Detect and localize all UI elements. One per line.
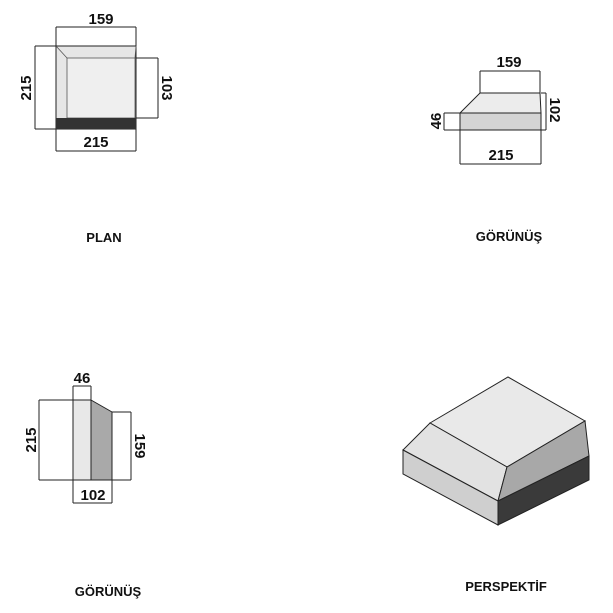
side-dark-face <box>90 399 113 481</box>
side-view: 46 215 159 102 <box>23 370 148 504</box>
front-dim-top: 159 <box>496 54 521 71</box>
perspective-title: PERSPEKTİF <box>465 579 547 594</box>
plan-dim-top: 159 <box>88 11 113 28</box>
front-dim-left: 46 <box>428 113 445 130</box>
plan-dark-band <box>56 118 136 129</box>
front-view: 159 46 102 215 <box>428 54 563 165</box>
side-dim-top: 46 <box>74 370 91 387</box>
perspective-view <box>402 376 590 526</box>
plan-dim-left: 215 <box>18 75 35 100</box>
plan-dim-right: 103 <box>158 75 175 100</box>
side-dim-left: 215 <box>23 427 40 452</box>
plan-title: PLAN <box>86 230 121 245</box>
front-base <box>459 112 542 131</box>
side-dim-right: 159 <box>131 433 148 458</box>
front-dim-bottom: 215 <box>488 147 513 164</box>
front-title: GÖRÜNÜŞ <box>476 229 543 244</box>
side-dim-bottom: 102 <box>80 487 105 504</box>
front-dim-right: 102 <box>546 97 563 122</box>
side-light-strip <box>72 399 92 481</box>
front-top-face <box>458 92 542 114</box>
side-title: GÖRÜNÜŞ <box>75 584 142 599</box>
plan-view: 159 215 103 215 <box>18 11 175 152</box>
perspective-right-base <box>497 455 590 526</box>
plan-dim-bottom: 215 <box>83 134 108 151</box>
plan-inner <box>66 57 136 119</box>
